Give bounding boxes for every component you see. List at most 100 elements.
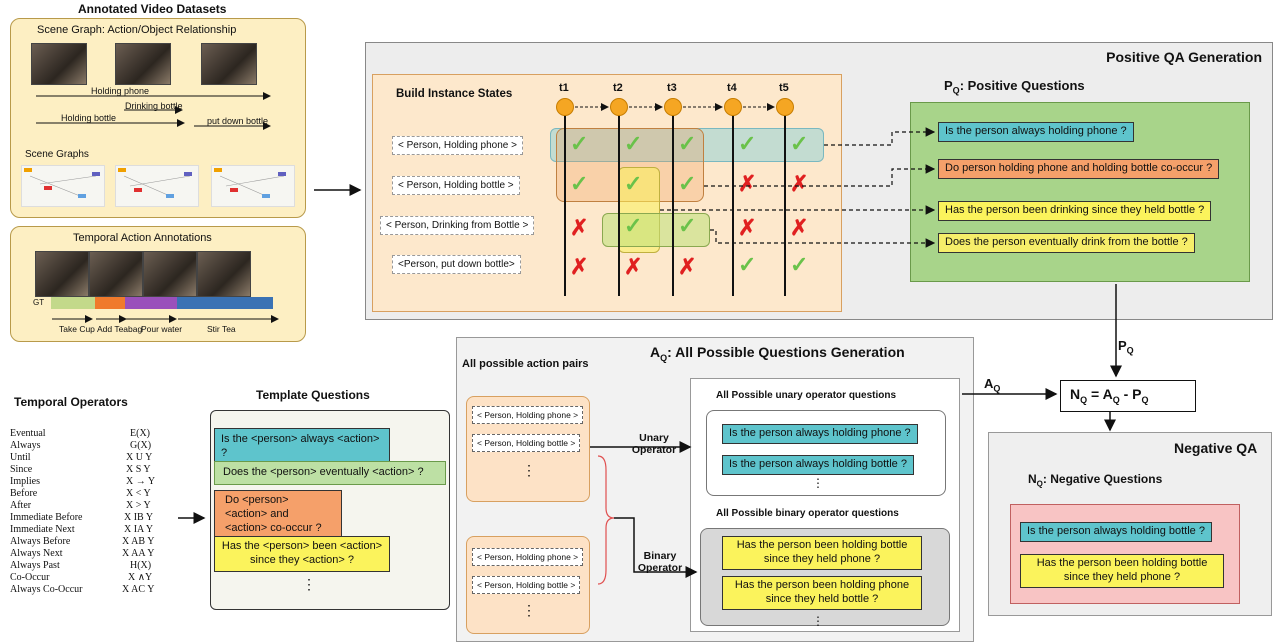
- operator-name: After: [10, 500, 32, 511]
- check-icon: ✓: [678, 213, 697, 238]
- operator-name: Always Before: [10, 536, 71, 547]
- operator-name: Always Past: [10, 560, 60, 571]
- operator-symbol: X AB Y: [122, 536, 155, 547]
- operator-symbol: X < Y: [126, 488, 151, 499]
- timeline: [732, 108, 734, 296]
- state-label: < Person, Drinking from Bottle >: [380, 216, 535, 235]
- template-question: Do <person> <action> and <action> co-occ…: [214, 490, 342, 540]
- binary-title: All Possible binary operator questions: [716, 508, 899, 519]
- unary-question: Is the person always holding bottle ?: [722, 455, 914, 475]
- operator-symbol: G(X): [130, 440, 152, 451]
- sg-action-label: Drinking bottle: [125, 101, 183, 111]
- unary-ellipsis: ⋮: [812, 476, 824, 490]
- state-label: < Person, Holding phone >: [392, 136, 523, 155]
- check-icon: ✓: [790, 131, 809, 156]
- cross-icon: ✗: [570, 215, 589, 240]
- formula-box: [1060, 380, 1196, 412]
- state-label: <Person, put down bottle>: [392, 255, 521, 274]
- video-frame: [35, 251, 89, 297]
- operator-symbol: H(X): [130, 560, 152, 571]
- negative-qa-title: Negative QA: [1174, 440, 1258, 456]
- unary-question: Is the person always holding phone ?: [722, 424, 918, 444]
- check-icon: ✓: [624, 131, 643, 156]
- pq-title: PQ: Positive Questions: [944, 78, 1085, 96]
- pairs-ellipsis: ⋮: [522, 462, 536, 478]
- check-icon: ✓: [738, 252, 757, 277]
- gt-label: GT: [33, 298, 45, 307]
- templates-ellipsis: ⋮: [302, 576, 316, 592]
- check-icon: ✓: [570, 171, 589, 196]
- operator-name: Always Next: [10, 548, 63, 559]
- temporal-panel: Temporal Action Annotations GT Take Cup …: [10, 226, 306, 342]
- positive-question: Has the person been drinking since they …: [938, 201, 1212, 221]
- cross-icon: ✗: [738, 171, 757, 196]
- timeline: [618, 108, 620, 296]
- cross-icon: ✗: [678, 254, 697, 279]
- video-frame: [31, 43, 87, 85]
- check-icon: ✓: [678, 131, 697, 156]
- action-pair: < Person, Holding bottle >: [472, 576, 581, 594]
- binary-question: Has the person been holding bottle since…: [722, 536, 922, 570]
- sg-action-label: Holding bottle: [61, 113, 117, 123]
- action-pair: < Person, Holding phone >: [472, 548, 584, 566]
- datasets-title: Annotated Video Datasets: [78, 2, 227, 16]
- video-frame: [143, 251, 197, 297]
- scene-graph-title: Scene Graph: Action/Object Relationship: [37, 24, 237, 36]
- operator-symbol: X → Y: [126, 476, 156, 487]
- operator-symbol: X > Y: [126, 500, 151, 511]
- template-question: Is the <person> always <action> ?: [214, 428, 390, 466]
- operator-name: Until: [10, 452, 31, 463]
- pairs-title: All possible action pairs: [462, 358, 589, 370]
- aq-title: AQ: All Possible Questions Generation: [650, 344, 905, 363]
- positive-question: Does the person eventually drink from th…: [938, 233, 1195, 253]
- template-question: Has the <person> been <action> since the…: [214, 536, 390, 572]
- cross-icon: ✗: [570, 254, 589, 279]
- scene-graph-panel: Scene Graph: Action/Object Relationship …: [10, 18, 306, 218]
- operator-symbol: X AA Y: [122, 548, 155, 559]
- operator-name: Immediate Before: [10, 512, 83, 523]
- negative-question: Is the person always holding bottle ?: [1020, 522, 1212, 542]
- gt-bar-segment: [95, 297, 125, 309]
- action-pair: < Person, Holding phone >: [472, 406, 584, 424]
- ta-action-label: Pour water: [141, 324, 183, 334]
- nq-title: NQ: Negative Questions: [1028, 472, 1163, 489]
- binary-question: Has the person been holding phone since …: [722, 576, 922, 610]
- timestep-node: [610, 98, 628, 116]
- ta-action-label: Take Cup: [59, 324, 95, 334]
- timeline: [672, 108, 674, 296]
- scene-graphs-label: Scene Graphs: [25, 149, 89, 160]
- operator-name: Always Co-Occur: [10, 584, 83, 595]
- operator-name: Always: [10, 440, 41, 451]
- pairs-ellipsis: ⋮: [522, 602, 536, 618]
- timestep-node: [664, 98, 682, 116]
- timestep-label: t4: [727, 82, 737, 94]
- highlight-drinking: [602, 213, 710, 247]
- positive-question: Do person holding phone and holding bott…: [938, 159, 1220, 179]
- video-frame: [197, 251, 251, 297]
- video-frame: [115, 43, 171, 85]
- check-icon: ✓: [738, 131, 757, 156]
- video-frame: [89, 251, 143, 297]
- video-frame: [201, 43, 257, 85]
- operator-symbol: X U Y: [126, 452, 153, 463]
- cross-icon: ✗: [790, 215, 809, 240]
- gt-bar-segment: [125, 297, 177, 309]
- timestep-label: t3: [667, 82, 677, 94]
- aq-arrow-label: AQ: [984, 376, 1001, 394]
- sg-action-label: put down bottle: [207, 116, 269, 126]
- timestep-label: t5: [779, 82, 789, 94]
- pq-arrow-label: PQ: [1118, 338, 1134, 356]
- templates-title: Template Questions: [256, 388, 370, 402]
- operator-symbol: X ∧Y: [128, 572, 153, 583]
- operator-name: Implies: [10, 476, 40, 487]
- ta-action-label: Add Teabag: [97, 324, 143, 334]
- timestep-node: [776, 98, 794, 116]
- formula-text: NQ = AQ - PQ: [1070, 386, 1149, 405]
- sg-action-label: Holding phone: [91, 86, 150, 96]
- operator-symbol: E(X): [130, 428, 150, 439]
- check-icon: ✓: [570, 131, 589, 156]
- action-pair: < Person, Holding bottle >: [472, 434, 581, 452]
- operator-name: Co-Occur: [10, 572, 50, 583]
- operator-name: Immediate Next: [10, 524, 75, 535]
